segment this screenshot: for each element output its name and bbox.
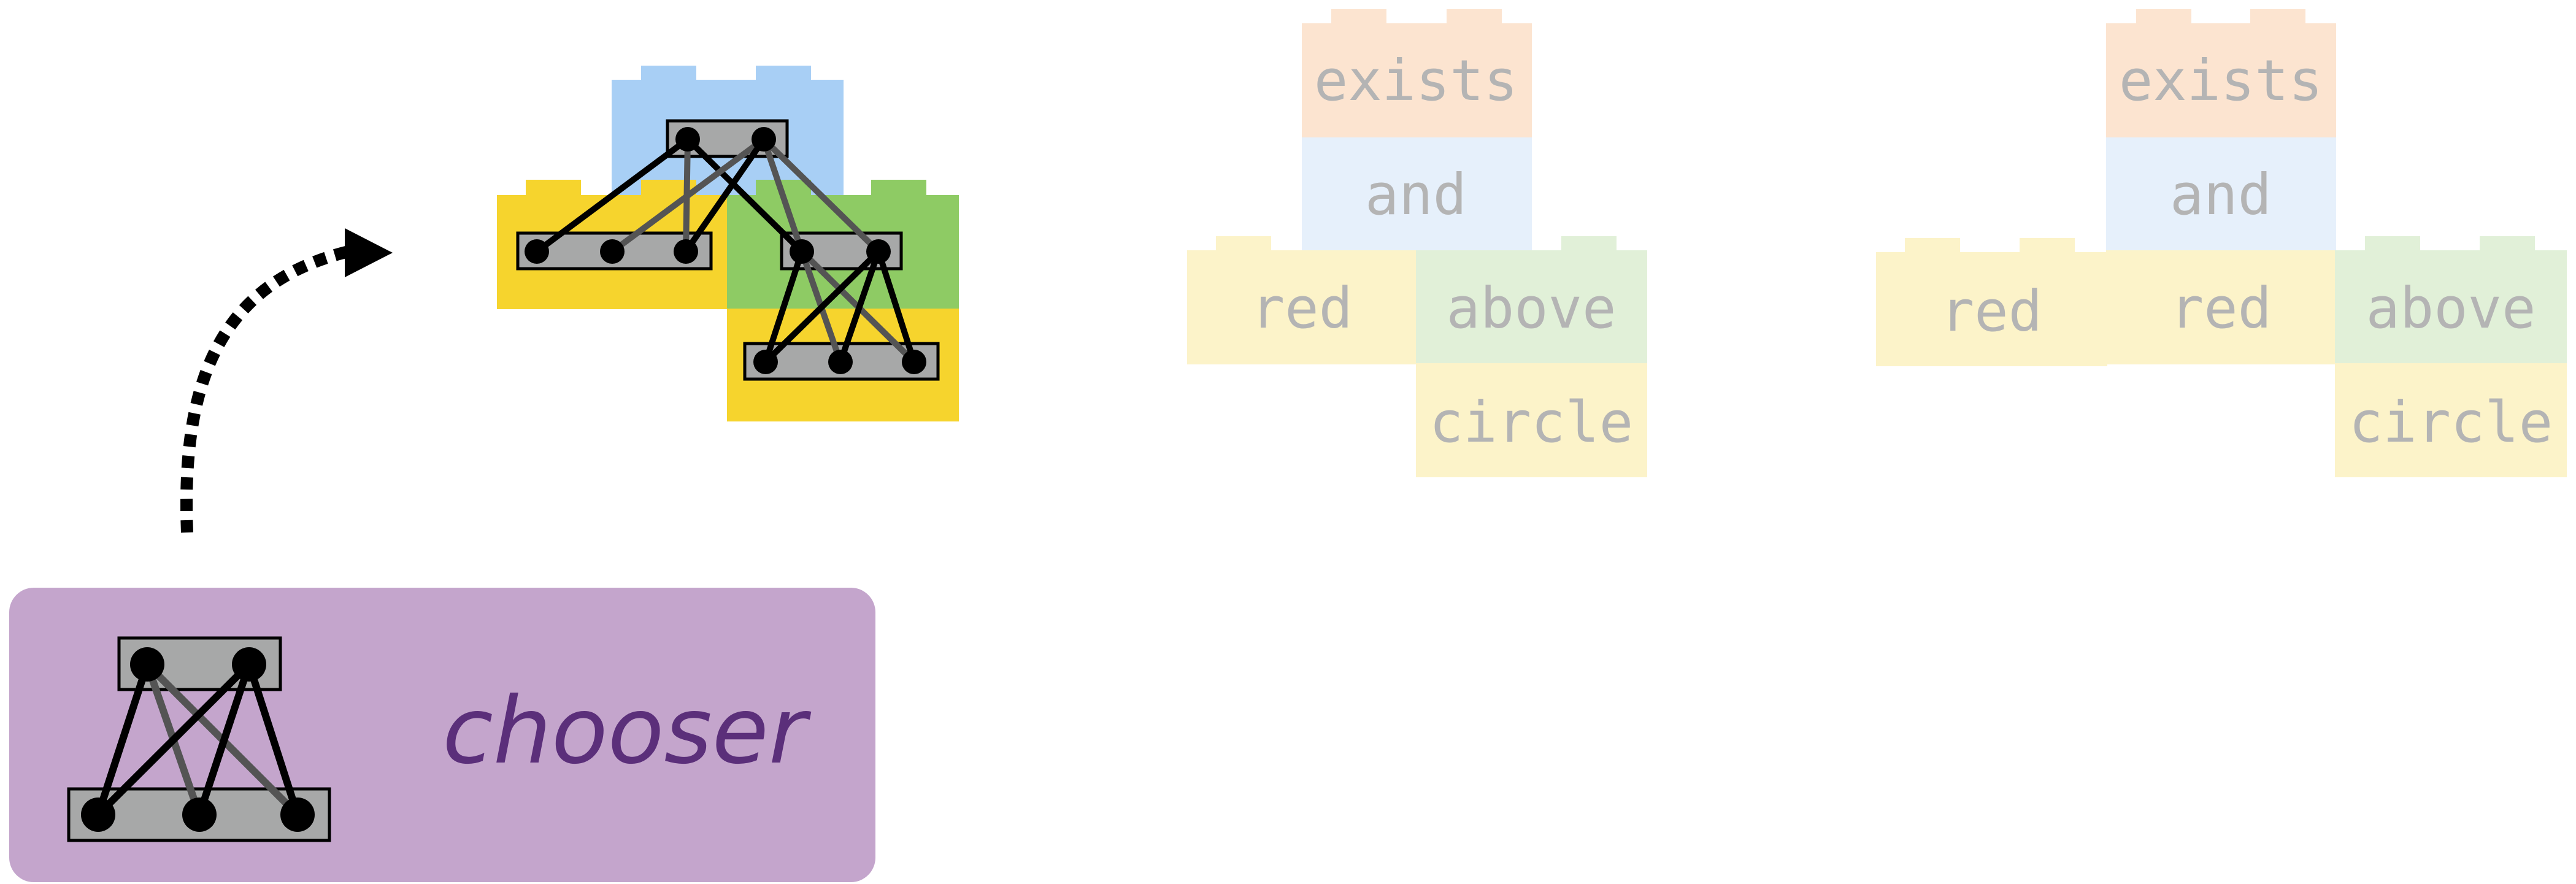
tree2-and-label: and [2170, 162, 2272, 228]
tree1-and-label: and [1365, 162, 1467, 228]
arrow-head-icon [345, 228, 393, 277]
tree2-circle-label: circle [2349, 390, 2553, 455]
network-nodes [525, 127, 926, 374]
chooser-label: chooser [442, 678, 812, 785]
chooser-module: chooser [9, 588, 875, 882]
faded-tree-2: exists and red red above circle [1876, 9, 2567, 477]
tree2-exists-label: exists [2119, 48, 2323, 113]
tree2-red-left-label: red [1940, 279, 2042, 344]
tree1-exists-label: exists [1314, 48, 1518, 113]
assembled-network [497, 66, 959, 421]
dotted-arrow [180, 228, 393, 533]
network-edges [534, 136, 917, 365]
tree1-red-label: red [1251, 275, 1353, 341]
tree2-above-label: above [2366, 275, 2536, 341]
faded-tree-1: exists and red above circle [1187, 9, 1647, 477]
tree1-above-label: above [1447, 275, 1617, 341]
tree1-circle-label: circle [1429, 390, 1633, 455]
tree2-red-label: red [2170, 275, 2272, 341]
chooser-network-icon [67, 636, 331, 842]
